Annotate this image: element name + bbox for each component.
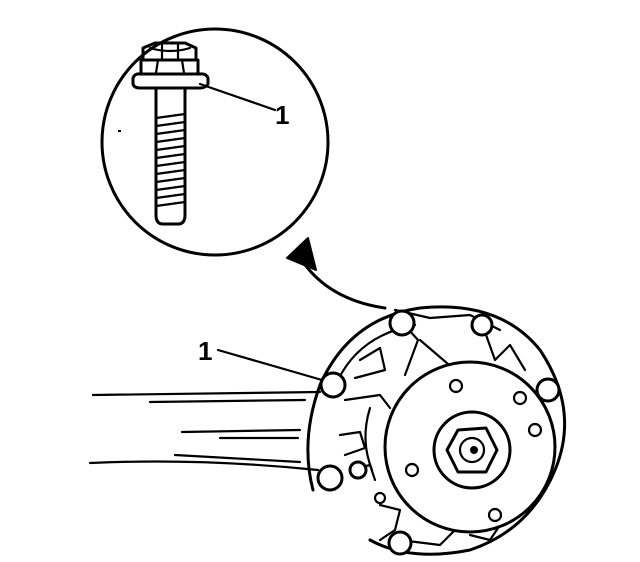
wheel-studs xyxy=(373,378,543,523)
axle-tube xyxy=(88,390,322,472)
retaining-bolts xyxy=(316,309,561,556)
retaining-bolt-inner xyxy=(348,460,368,480)
flange-bolt xyxy=(131,41,210,226)
magnifier-circle xyxy=(100,27,330,257)
retaining-bolt-top xyxy=(388,309,416,337)
detail-leader-line xyxy=(198,82,277,112)
assembly-callout-label: 1 xyxy=(198,336,212,366)
hub-assembly xyxy=(306,305,567,556)
axle-nut xyxy=(445,426,499,474)
assembly-leader-line xyxy=(216,348,324,382)
detail-callout-label: 1 xyxy=(275,100,289,130)
bolt-detail-view: 1 xyxy=(100,27,330,257)
retaining-bolt-lower-left xyxy=(316,464,344,492)
detail-arrow xyxy=(286,237,387,310)
retaining-bolt-top-right xyxy=(470,313,494,337)
retaining-bolt-left xyxy=(319,371,347,399)
retaining-bolt-right xyxy=(535,377,561,403)
bolt-threads xyxy=(154,112,187,208)
retaining-bolt-bottom xyxy=(387,530,413,556)
